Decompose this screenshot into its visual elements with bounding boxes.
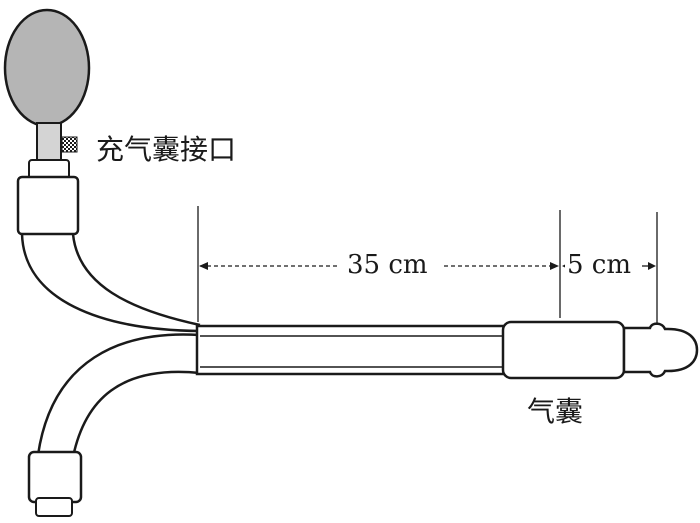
dimension-label-35cm: 35 cm	[343, 250, 432, 280]
bottom-connector	[27, 450, 83, 517]
catheter-tip	[622, 322, 699, 378]
dimension-label-5cm: 5 cm	[565, 250, 634, 280]
balloon-segment	[501, 320, 626, 380]
inflation-bulb	[3, 8, 91, 128]
dimension-extension-lines	[197, 206, 658, 325]
catheter-shaft	[195, 324, 509, 376]
top-connector	[16, 159, 80, 236]
upper-tube	[20, 233, 201, 333]
lower-tube	[36, 333, 201, 458]
inflation-port-label: 充气囊接口	[96, 133, 237, 166]
valve-marker	[61, 136, 78, 153]
dimension-arrow-35cm	[199, 262, 559, 270]
balloon-label: 气囊	[527, 395, 584, 428]
